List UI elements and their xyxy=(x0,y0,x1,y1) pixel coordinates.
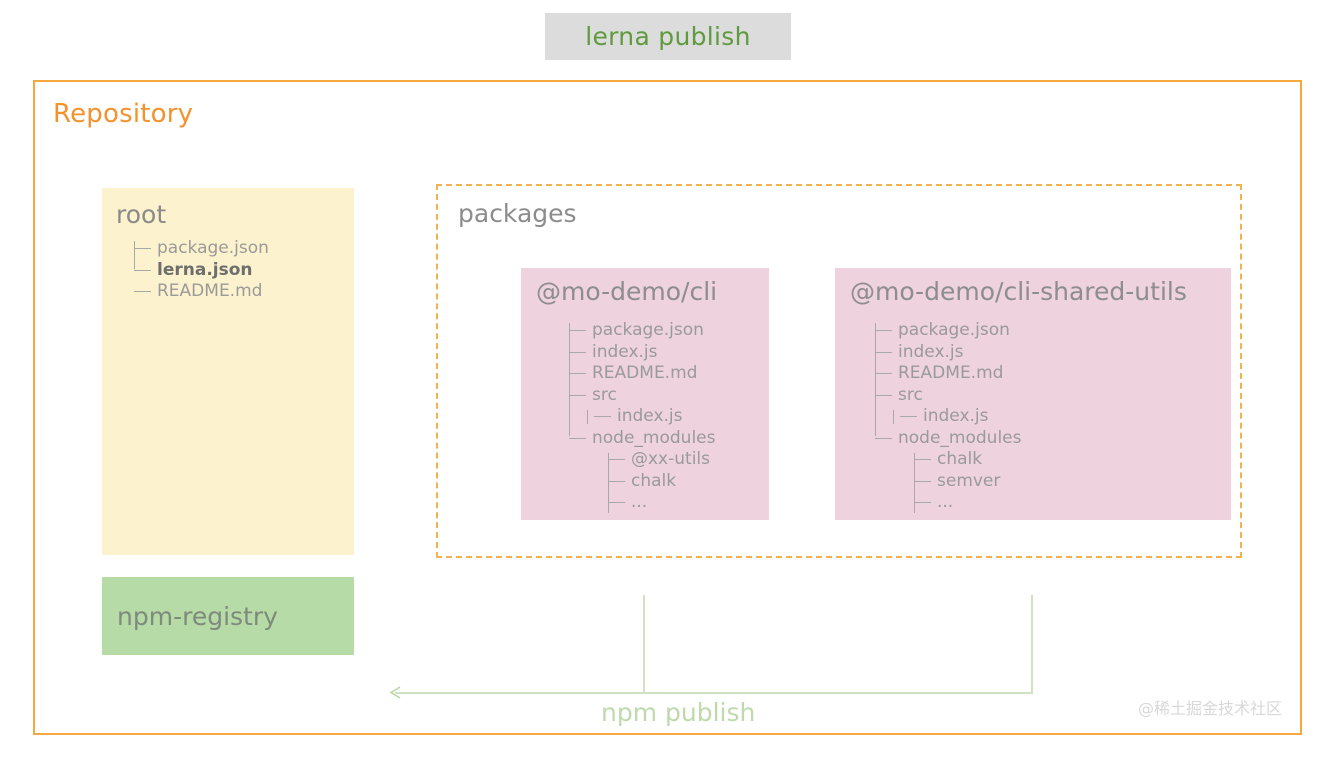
tree-branch-icon xyxy=(875,351,892,353)
tree-item-label: README.md xyxy=(898,363,1004,383)
publish-connector-line-horizontal xyxy=(395,692,1033,694)
tree-branch-icon xyxy=(608,480,625,482)
root-folder-tree: package.json lerna.json README.md xyxy=(134,238,386,303)
tree-item-label: node_modules xyxy=(898,427,1022,448)
tree-item: index.js xyxy=(875,342,1271,364)
tree-item-label: chalk xyxy=(937,449,983,469)
tree-item-label: package.json xyxy=(592,320,704,340)
tree-item-label: package.json xyxy=(157,238,269,258)
tree-item-label: package.json xyxy=(898,320,1010,340)
lerna-publish-command-label: lerna publish xyxy=(585,22,751,51)
root-folder-box: root package.json lerna.json README.md xyxy=(102,188,354,555)
packages-title: packages xyxy=(458,199,577,228)
tree-item-label: chalk xyxy=(631,470,677,491)
npm-publish-label: npm publish xyxy=(601,698,756,727)
tree-branch-icon xyxy=(134,291,151,293)
tree-branch-icon xyxy=(569,330,586,332)
tree-branch-icon xyxy=(914,502,931,504)
npm-registry-box: npm-registry xyxy=(102,577,354,655)
tree-branch-icon xyxy=(914,480,931,482)
package-file-tree: package.json index.js README.md src xyxy=(569,320,817,514)
tree-item: package.json xyxy=(569,320,817,342)
tree-item: README.md xyxy=(134,281,386,303)
tree-branch-icon xyxy=(569,373,586,375)
tree-branch-icon xyxy=(608,502,625,504)
packages-container: packages @mo-demo/cli package.json index… xyxy=(436,184,1242,558)
tree-item-label: index.js xyxy=(898,341,964,362)
tree-item-label: README.md xyxy=(592,363,698,383)
tree-spine-nested xyxy=(914,453,915,513)
arrow-left-icon xyxy=(389,686,401,699)
tree-branch-icon xyxy=(134,248,151,250)
npm-registry-label: npm-registry xyxy=(117,601,278,631)
tree-item-label: ... xyxy=(937,492,954,512)
package-title: @mo-demo/cli xyxy=(536,277,718,306)
publish-connector-line-utils xyxy=(1031,595,1033,693)
tree-stub-icon xyxy=(893,409,896,424)
tree-item-nested: semver xyxy=(875,471,1271,493)
root-folder-title: root xyxy=(116,200,167,229)
tree-item-nested: @xx-utils xyxy=(569,449,817,471)
tree-item-label: node_modules xyxy=(592,427,716,448)
tree-item: README.md xyxy=(569,363,817,385)
tree-item-label: index.js xyxy=(923,406,989,426)
tree-item: package.json xyxy=(875,320,1271,342)
tree-item-label: semver xyxy=(937,470,1001,491)
package-box-cli: @mo-demo/cli package.json index.js READM… xyxy=(521,268,769,520)
tree-branch-icon xyxy=(134,269,151,271)
tree-branch-icon xyxy=(900,416,917,418)
tree-spine xyxy=(875,323,876,436)
tree-spine-nested xyxy=(608,453,609,513)
tree-item-nested: ... xyxy=(569,492,817,514)
tree-branch-icon xyxy=(875,373,892,375)
tree-spine xyxy=(134,241,135,269)
watermark-text: @稀土掘金技术社区 xyxy=(1137,699,1282,718)
tree-item: src xyxy=(875,385,1271,407)
tree-item: package.json xyxy=(134,238,386,260)
tree-branch-icon xyxy=(875,330,892,332)
tree-spine xyxy=(569,323,570,436)
tree-item-label: @xx-utils xyxy=(631,449,710,469)
package-box-cli-shared-utils: @mo-demo/cli-shared-utils package.json i… xyxy=(835,268,1231,520)
tree-branch-icon xyxy=(594,416,611,418)
tree-item-label: index.js xyxy=(592,341,658,362)
package-title: @mo-demo/cli-shared-utils xyxy=(850,277,1187,306)
package-file-tree: package.json index.js README.md src xyxy=(875,320,1271,514)
tree-item: README.md xyxy=(875,363,1271,385)
tree-item-label: ... xyxy=(631,492,648,512)
tree-branch-icon xyxy=(875,394,892,396)
tree-item-nested: index.js xyxy=(875,406,1271,428)
tree-item: node_modules xyxy=(569,428,817,450)
tree-item: node_modules xyxy=(875,428,1271,450)
tree-branch-icon xyxy=(569,394,586,396)
lerna-publish-command-chip: lerna publish xyxy=(545,13,791,60)
tree-item-label: index.js xyxy=(617,406,683,426)
tree-item-nested: chalk xyxy=(875,449,1271,471)
tree-item-label: README.md xyxy=(157,281,263,301)
tree-item: src xyxy=(569,385,817,407)
tree-branch-icon xyxy=(608,459,625,461)
repository-container: Repository root package.json lerna.json … xyxy=(33,80,1302,735)
repository-title: Repository xyxy=(53,99,194,129)
tree-item-label: src xyxy=(592,384,617,405)
tree-branch-icon xyxy=(914,459,931,461)
tree-item-nested: ... xyxy=(875,492,1271,514)
tree-item-label: src xyxy=(898,384,923,405)
tree-item: lerna.json xyxy=(134,260,386,282)
tree-item: index.js xyxy=(569,342,817,364)
tree-branch-icon xyxy=(569,351,586,353)
tree-item-nested: chalk xyxy=(569,471,817,493)
tree-stub-icon xyxy=(587,409,590,424)
tree-item-label: lerna.json xyxy=(157,259,253,280)
tree-item-nested: index.js xyxy=(569,406,817,428)
tree-branch-icon xyxy=(875,437,892,439)
publish-connector-line-cli xyxy=(643,595,645,693)
tree-branch-icon xyxy=(569,437,586,439)
